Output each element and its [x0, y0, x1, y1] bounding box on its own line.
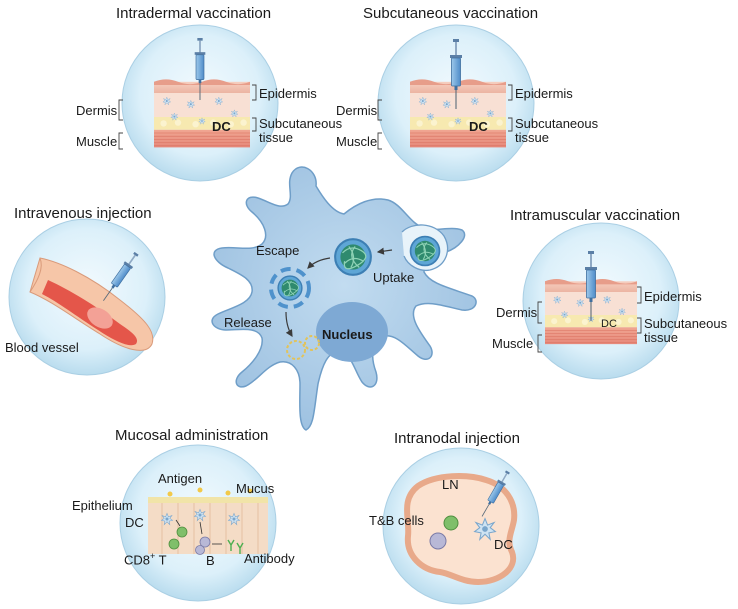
panel-mucosal [119, 444, 277, 602]
panel-title-intravenous: Intravenous injection [14, 205, 152, 222]
label-muscle: Muscle [492, 336, 534, 351]
label-tb-cells: T&B cells [369, 513, 424, 528]
label-escape: Escape [256, 243, 300, 258]
label-cd8-t: CD8+ T [124, 551, 167, 568]
label-muscle: Muscle [336, 134, 378, 149]
label-dc: DC [212, 119, 231, 134]
label-dermis: Dermis [336, 103, 378, 118]
label-mucus: Mucus [236, 481, 275, 496]
blood-vessel-arm [29, 257, 154, 351]
label-epidermis: Epidermis [515, 86, 573, 101]
mucosa-block [148, 487, 268, 555]
b-cell [199, 536, 211, 548]
label-dermis: Dermis [496, 305, 538, 320]
label-nucleus: Nucleus [322, 327, 373, 342]
nanoparticle-endosome [334, 238, 372, 276]
panel-intranodal [382, 447, 540, 605]
label-muscle: Muscle [76, 134, 118, 149]
layer-brackets [537, 286, 642, 353]
panel-intradermal [118, 24, 279, 182]
panel-title-intranodal: Intranodal injection [394, 430, 520, 447]
t-cell [443, 515, 459, 531]
layer-brackets [118, 84, 257, 150]
panel-title-subcutaneous: Subcutaneous vaccination [363, 5, 539, 22]
layer-brackets [377, 84, 513, 150]
label-antigen: Antigen [158, 471, 203, 486]
t-cell [176, 526, 188, 538]
b-cell [195, 545, 205, 555]
b-cell [429, 532, 447, 550]
label-subcutaneous-tissue: Subcutaneous tissue [644, 316, 728, 345]
label-epidermis: Epidermis [259, 86, 317, 101]
panel-title-intradermal: Intradermal vaccination [116, 5, 272, 22]
dendritic-cell [211, 166, 477, 431]
skin-layers [154, 79, 250, 147]
label-epithelium: Epithelium [72, 498, 133, 513]
label-antibody: Antibody [244, 551, 295, 566]
pathway-arrows [285, 247, 393, 338]
label-dermis: Dermis [76, 103, 118, 118]
panel-subcutaneous [377, 24, 535, 182]
antibody-icon [227, 539, 244, 554]
antigen-dots [167, 487, 253, 497]
skin-layers [410, 79, 506, 147]
label-uptake: Uptake [373, 270, 415, 285]
label-ln: LN [442, 477, 459, 492]
label-dc: DC [494, 537, 513, 552]
label-dc: DC [469, 119, 488, 134]
released-particles [286, 335, 320, 360]
label-blood-vessel: Blood vessel [5, 340, 79, 355]
label-subcutaneous-tissue: Subcutaneous tissue [515, 116, 599, 145]
label-release: Release [224, 315, 272, 330]
lymph-node [404, 473, 518, 586]
t-cell [168, 538, 180, 550]
panel-intravenous [8, 218, 166, 376]
label-epidermis: Epidermis [644, 289, 702, 304]
nanoparticle-escape [269, 267, 311, 309]
label-dc: DC [125, 515, 144, 530]
panel-title-mucosal: Mucosal administration [115, 427, 269, 444]
label-subcutaneous-tissue: Subcutaneous tissue [259, 116, 343, 145]
nanoparticle-uptake [409, 235, 441, 267]
panel-title-intramuscular: Intramuscular vaccination [510, 207, 681, 224]
label-b: B [206, 553, 215, 568]
panel-intramuscular [522, 222, 680, 380]
label-dc: DC [601, 318, 617, 330]
nucleus [316, 302, 388, 362]
